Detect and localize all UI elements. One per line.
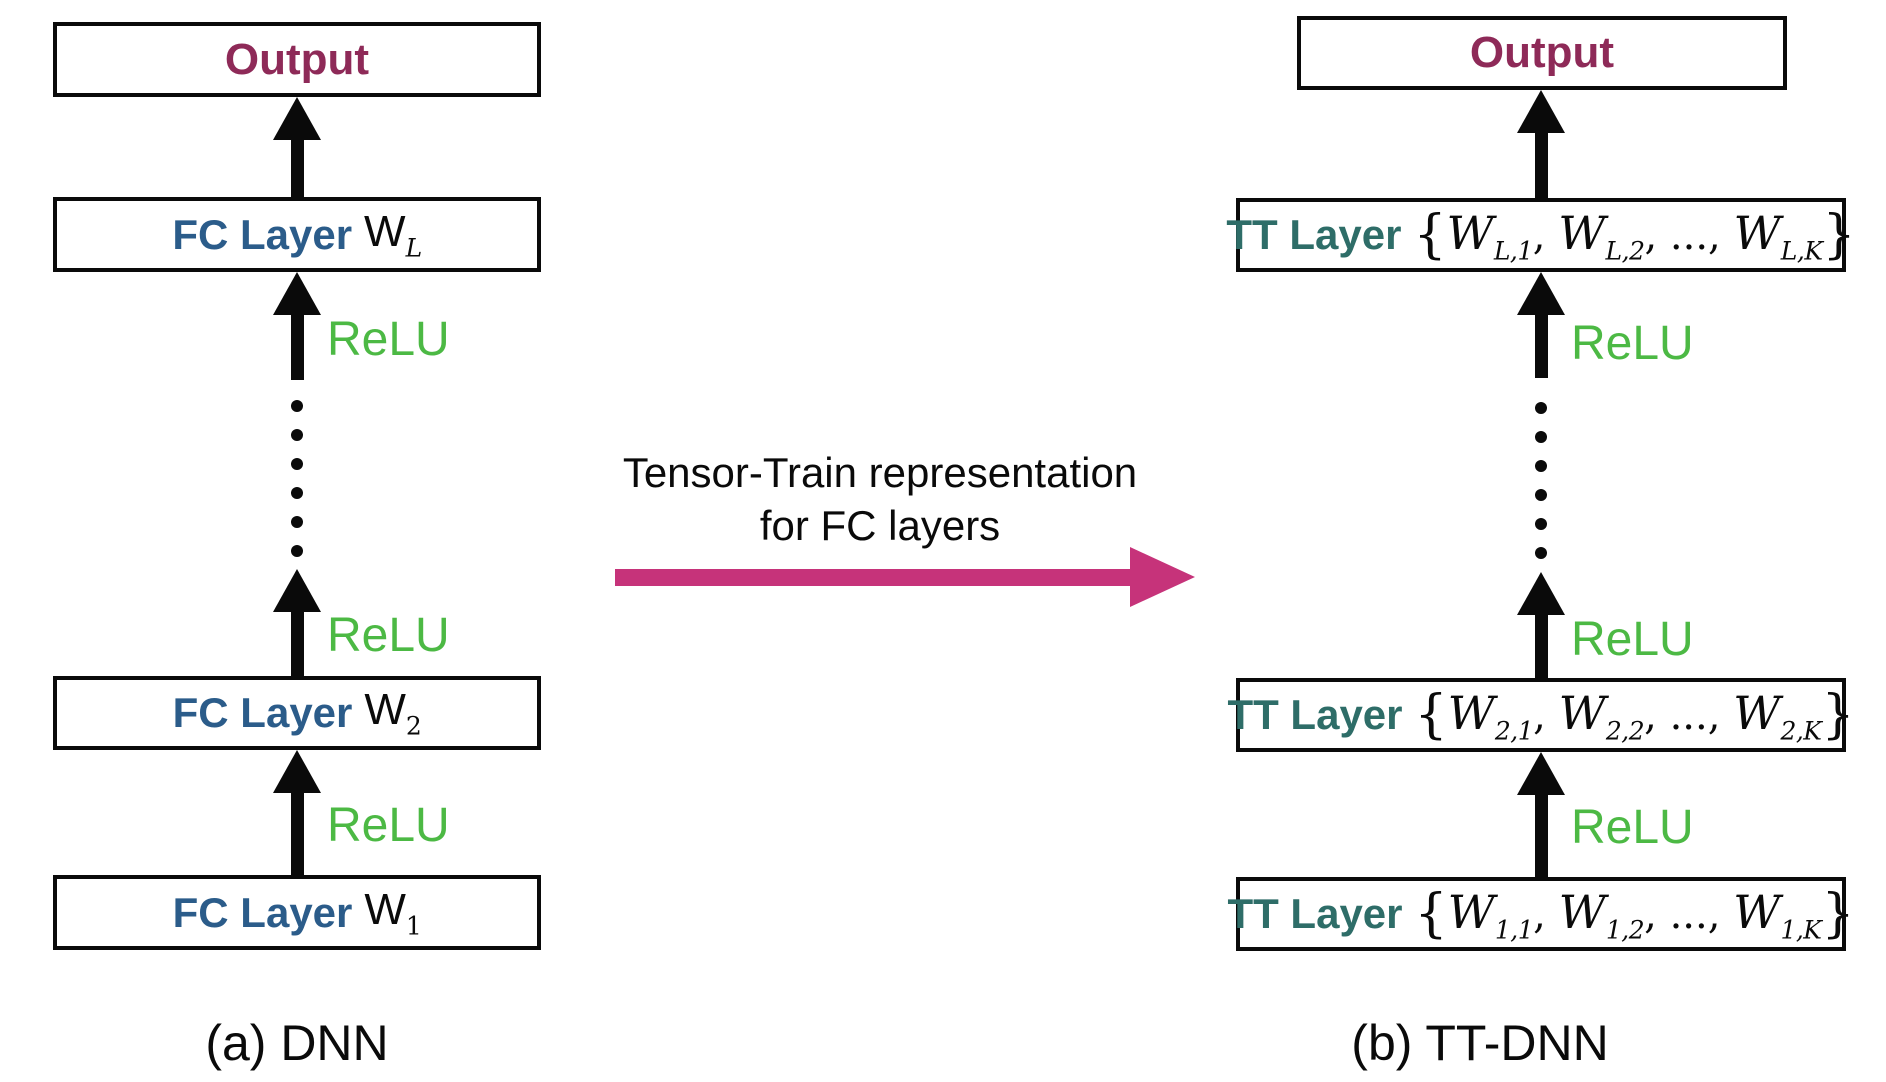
relu-label: ReLU [1571, 801, 1694, 854]
tt-layer-label: TT Layer [1227, 691, 1403, 738]
script-w: W [1446, 205, 1494, 260]
ellipsis-dot [291, 400, 303, 412]
arrow-relu-upper-right [1517, 272, 1565, 378]
fc-layer-label: FC Layer [172, 210, 353, 258]
arrowhead-icon [1517, 90, 1565, 133]
arrowhead-icon [273, 272, 321, 315]
ellipsis-dot [1535, 460, 1547, 472]
relu-label: ReLU [327, 799, 450, 852]
ellipsis-dot [1535, 489, 1547, 501]
arrow-shaft [1534, 615, 1548, 678]
arrow-fcL-to-output [273, 97, 321, 197]
weight-subscript: L [405, 233, 423, 263]
arrow-shaft [1534, 133, 1548, 198]
relu-label: ReLU [327, 313, 450, 366]
arrow-relu-lower-right [1517, 572, 1565, 678]
arrow-shaft [290, 140, 304, 197]
tt-layer-2-box: TT Layer{W2,1, W2,2, ..., W2,K} [1227, 678, 1855, 752]
arrow-relu-lower-left [273, 569, 321, 676]
tt-layer-label: TT Layer [1226, 211, 1402, 258]
arrowhead-icon [273, 569, 321, 612]
arrow-shaft [290, 793, 304, 875]
script-w: W [1558, 685, 1606, 740]
fc-layer-label: FC Layer [172, 689, 353, 736]
fc-layer-label: FC Layer [172, 888, 353, 936]
script-w: W [1733, 884, 1781, 939]
arrowhead-icon [1517, 572, 1565, 615]
script-w: W [1558, 884, 1606, 939]
arrow-relu-upper-left [273, 272, 321, 380]
arrowhead-icon [273, 97, 321, 140]
arrowhead-icon [273, 750, 321, 793]
arrow-tt1-to-tt2 [1517, 752, 1565, 877]
arrow-shaft [1534, 315, 1548, 378]
script-w: W [1733, 685, 1781, 740]
arrow-shaft [1534, 795, 1548, 877]
weight-symbol: WL [364, 206, 423, 263]
ellipsis-dot [1535, 431, 1547, 443]
weight-subscript: 1 [405, 911, 422, 941]
weight-subscript: 2 [405, 711, 422, 741]
ellipsis-dot [1535, 402, 1547, 414]
ellipsis-dot [1535, 518, 1547, 530]
transform-text-line2: for FC layers [759, 502, 1001, 549]
relu-label: ReLU [1571, 613, 1694, 666]
ellipsis-dot [291, 429, 303, 441]
script-w: W [1733, 205, 1781, 260]
weight-symbol: W1 [364, 884, 422, 941]
tt-layer-1-box: TT Layer{W1,1, W1,2, ..., W1,K} [1227, 877, 1855, 951]
caption-ttdnn: (b) TT-DNN [1351, 1015, 1609, 1071]
arrow-shaft [290, 315, 304, 380]
tt-weight-set: {W2,1, W2,2, ..., W2,K} [1414, 684, 1855, 746]
ellipsis-dot [291, 487, 303, 499]
script-w: W [1447, 685, 1495, 740]
tt-layer-L-box: TT Layer{WL,1, WL,2, ..., WL,K} [1226, 198, 1856, 272]
tt-layer-label: TT Layer [1227, 890, 1403, 937]
arrow-ttL-to-output [1517, 90, 1565, 198]
transform-arrow-shaft [615, 569, 1132, 586]
ellipsis-dot [1535, 547, 1547, 559]
arrowhead-icon [1517, 272, 1565, 315]
arrow-fc1-to-fc2 [273, 750, 321, 875]
script-w: W [1558, 205, 1606, 260]
output-box-dnn: Output [53, 22, 541, 97]
ellipsis-dot [291, 545, 303, 557]
relu-label: ReLU [1571, 317, 1694, 370]
arrowhead-icon [1517, 752, 1565, 795]
transform-text: Tensor-Train representation for FC layer… [560, 446, 1200, 552]
caption-dnn: (a) DNN [205, 1015, 389, 1071]
output-box-ttdnn: Output [1297, 16, 1787, 90]
weight-symbol: W2 [364, 685, 422, 741]
ellipsis-dots-left [291, 400, 303, 557]
output-label: Output [224, 34, 370, 84]
script-w: W [1447, 884, 1495, 939]
ellipsis-dot [291, 458, 303, 470]
tt-weight-set: {WL,1, WL,2, ..., WL,K} [1413, 204, 1856, 266]
relu-label: ReLU [327, 609, 450, 662]
arrow-shaft [290, 612, 304, 676]
output-label: Output [1469, 28, 1615, 77]
tt-weight-set: {W1,1, W1,2, ..., W1,K} [1414, 883, 1855, 945]
transform-text-line1: Tensor-Train representation [622, 449, 1138, 496]
ellipsis-dot [291, 516, 303, 528]
ellipsis-dots-right [1535, 402, 1547, 559]
transform-arrowhead-icon [1130, 547, 1195, 607]
